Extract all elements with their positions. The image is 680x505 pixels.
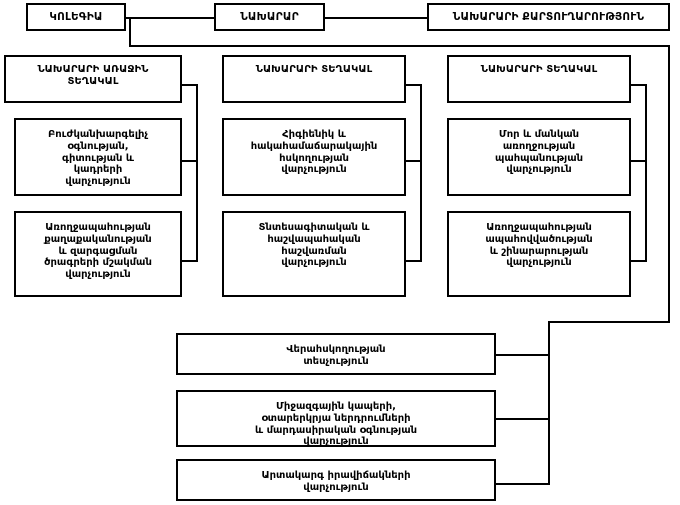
connector-col2-spine-lower <box>420 160 422 260</box>
node-collegium[interactable]: ԿՈԼԵԳԻԱ <box>26 3 126 31</box>
node-first-deputy-minister-label: ՆԱԽԱՐԱՐԻ ԱՌԱՋԻՆ ՏԵՂԱԿԱԼ <box>37 64 149 87</box>
node-department-health-policy-development-programs[interactable]: Առողջապահության քաղաքականության և զարգաց… <box>14 211 182 297</box>
node-deputy-minister-3-label: ՆԱԽԱՐԱՐԻ ՏԵՂԱԿԱԼ <box>480 64 598 75</box>
node-department-health-policy-development-programs-label: Առողջապահության քաղաքականության և զարգաց… <box>44 222 152 281</box>
node-deputy-minister-2[interactable]: ՆԱԽԱՐԱՐԻ ՏԵՂԱԿԱԼ <box>222 55 406 103</box>
node-minister[interactable]: ՆԱԽԱՐԱՐ <box>214 3 325 31</box>
connector-main-bus <box>129 45 670 47</box>
connector-col3-head-stub <box>631 84 647 86</box>
node-department-economics-accounting-label: Տնտեսագիտական և հաշվապահական հաշվառման վ… <box>258 222 370 269</box>
connector-col1-dept2 <box>182 260 198 262</box>
node-secretariat-label: ՆԱԽԱՐԱՐԻ ՔԱՐՏՈՒՂԱՐՈՒԹՅՈՒՆ <box>452 10 645 23</box>
node-inspectorate-of-supervision-label: Վերահսկողության տեսչություն <box>286 344 386 367</box>
node-department-maternal-child-health-label: Մոր և մանկան առողջության պահպանության վա… <box>494 129 584 176</box>
node-department-emergency-situations-label: Արտակարգ իրավիճակների վարչություն <box>261 470 411 493</box>
connector-col1-spine-upper <box>196 84 198 160</box>
node-department-international-relations-investments-aid-label: Միջազգային կապերի, օտարերկրյա ներդրումնե… <box>254 401 418 448</box>
node-department-health-supply-construction-label: Առողջապահության ապահովվածության և շինարա… <box>485 222 593 269</box>
node-secretariat[interactable]: ՆԱԽԱՐԱՐԻ ՔԱՐՏՈՒՂԱՐՈՒԹՅՈՒՆ <box>427 3 670 31</box>
node-department-hygiene-antiepidemic-control-label: Հիգիենիկ և հակահամաճարակային հսկողության… <box>250 129 378 176</box>
connector-minister-drop <box>129 17 131 45</box>
connector-collegium-minister <box>126 17 214 19</box>
connector-bottom-unit-3 <box>496 483 550 485</box>
connector-col3-dept2 <box>631 260 647 262</box>
connector-col2-spine-upper <box>420 84 422 160</box>
node-department-economics-accounting[interactable]: Տնտեսագիտական և հաշվապահական հաշվառման վ… <box>222 211 406 297</box>
connector-col1-spine-lower <box>196 160 198 260</box>
connector-bottom-spine <box>548 321 550 485</box>
node-first-deputy-minister[interactable]: ՆԱԽԱՐԱՐԻ ԱՌԱՋԻՆ ՏԵՂԱԿԱԼ <box>4 55 182 103</box>
connector-minister-secretariat <box>325 17 427 19</box>
node-collegium-label: ԿՈԼԵԳԻԱ <box>49 10 103 23</box>
node-deputy-minister-3[interactable]: ՆԱԽԱՐԱՐԻ ՏԵՂԱԿԱԼ <box>447 55 631 103</box>
connector-right-to-bottom <box>548 321 670 323</box>
node-department-health-supply-construction[interactable]: Առողջապահության ապահովվածության և շինարա… <box>447 211 631 297</box>
node-department-hygiene-antiepidemic-control[interactable]: Հիգիենիկ և հակահամաճարակային հսկողության… <box>222 118 406 196</box>
node-department-international-relations-investments-aid[interactable]: Միջազգային կապերի, օտարերկրյա ներդրումնե… <box>176 390 496 447</box>
connector-col1-dept1 <box>182 160 198 162</box>
node-minister-label: ՆԱԽԱՐԱՐ <box>240 10 299 23</box>
connector-col2-dept2 <box>406 260 422 262</box>
connector-col3-spine-lower <box>645 160 647 260</box>
connector-col1-head-stub <box>182 84 198 86</box>
node-inspectorate-of-supervision[interactable]: Վերահսկողության տեսչություն <box>176 333 496 375</box>
connector-col3-dept1 <box>631 160 647 162</box>
node-department-maternal-child-health[interactable]: Մոր և մանկան առողջության պահպանության վա… <box>447 118 631 196</box>
connector-right-riser <box>668 45 670 323</box>
connector-col3-spine-upper <box>645 84 647 160</box>
connector-bottom-unit-2 <box>496 418 550 420</box>
node-deputy-minister-2-label: ՆԱԽԱՐԱՐԻ ՏԵՂԱԿԱԼ <box>255 64 373 75</box>
node-department-emergency-situations[interactable]: Արտակարգ իրավիճակների վարչություն <box>176 459 496 501</box>
connector-col2-dept1 <box>406 160 422 162</box>
node-department-medical-prevention-science-personnel[interactable]: Բուժկանխարգելիչ օգնության, գիտության և կ… <box>14 118 182 196</box>
connector-bottom-unit-1 <box>496 354 550 356</box>
connector-col2-head-stub <box>406 84 422 86</box>
node-department-medical-prevention-science-personnel-label: Բուժկանխարգելիչ օգնության, գիտության և կ… <box>47 129 149 188</box>
